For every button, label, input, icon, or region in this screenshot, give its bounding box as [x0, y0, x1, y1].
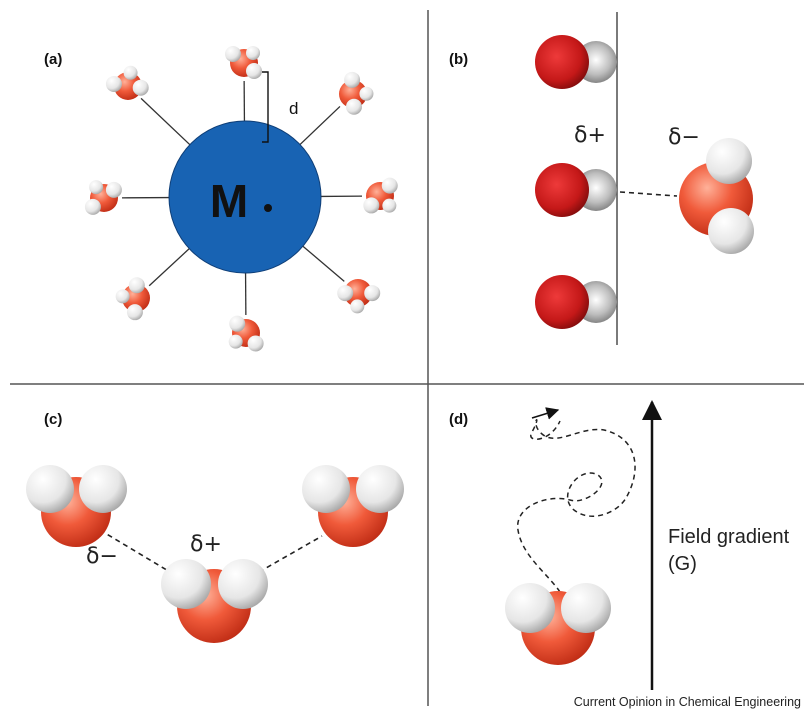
panel-b: (b) δ+ δ− — [449, 12, 754, 345]
diffusion-path — [517, 419, 636, 593]
panel-c: (c) δ− δ+ — [26, 411, 404, 643]
water-molecule — [679, 138, 754, 254]
field-gradient-symbol: (G) — [668, 553, 697, 575]
water-molecule — [228, 315, 264, 352]
panel-a-water-shell — [84, 46, 398, 352]
field-gradient-label: Field gradient — [668, 526, 790, 548]
co-molecule — [535, 35, 617, 89]
metal-ion-dot — [264, 204, 272, 212]
water-molecule — [337, 279, 381, 314]
co-molecule — [535, 163, 617, 217]
source-caption: Current Opinion in Chemical Engineering — [573, 695, 801, 709]
water-molecule — [302, 465, 404, 547]
coordination-spoke — [299, 105, 341, 146]
water-molecule — [161, 559, 268, 643]
water-molecule — [505, 583, 611, 665]
distance-bracket — [262, 71, 269, 143]
water-molecule — [225, 46, 262, 79]
hydrogen-bond-dash — [99, 529, 171, 573]
trajectory-arrow — [531, 407, 560, 420]
coordination-spoke — [140, 97, 191, 146]
water-molecule — [26, 465, 127, 547]
hydrogen-bond-dash — [619, 191, 678, 197]
delta-minus-label: δ− — [86, 544, 118, 569]
water-molecule — [84, 180, 122, 215]
panel-a: (a) M d — [44, 46, 398, 352]
metal-ion-label: M — [210, 175, 248, 227]
distance-label: d — [289, 99, 298, 118]
water-molecule — [115, 277, 150, 321]
panel-d-label: (d) — [449, 411, 468, 428]
hydrogen-bond-dash — [258, 535, 323, 573]
metal-ion-sphere — [168, 120, 322, 274]
panel-a-label: (a) — [44, 51, 62, 68]
panel-b-label: (b) — [449, 51, 468, 68]
water-molecule — [363, 177, 398, 214]
delta-plus-label: δ+ — [574, 123, 606, 148]
coordination-spoke — [302, 245, 345, 282]
panel-a-spokes — [121, 80, 363, 316]
delta-plus-label: δ+ — [190, 532, 222, 557]
coordination-spoke — [148, 248, 190, 287]
panel-c-label: (c) — [44, 411, 62, 428]
water-molecule — [339, 71, 374, 115]
water-molecule — [105, 65, 149, 100]
delta-minus-label: δ− — [668, 125, 700, 150]
panel-d: (d) Field gradient (G) — [449, 400, 790, 690]
co-molecule — [535, 275, 617, 329]
